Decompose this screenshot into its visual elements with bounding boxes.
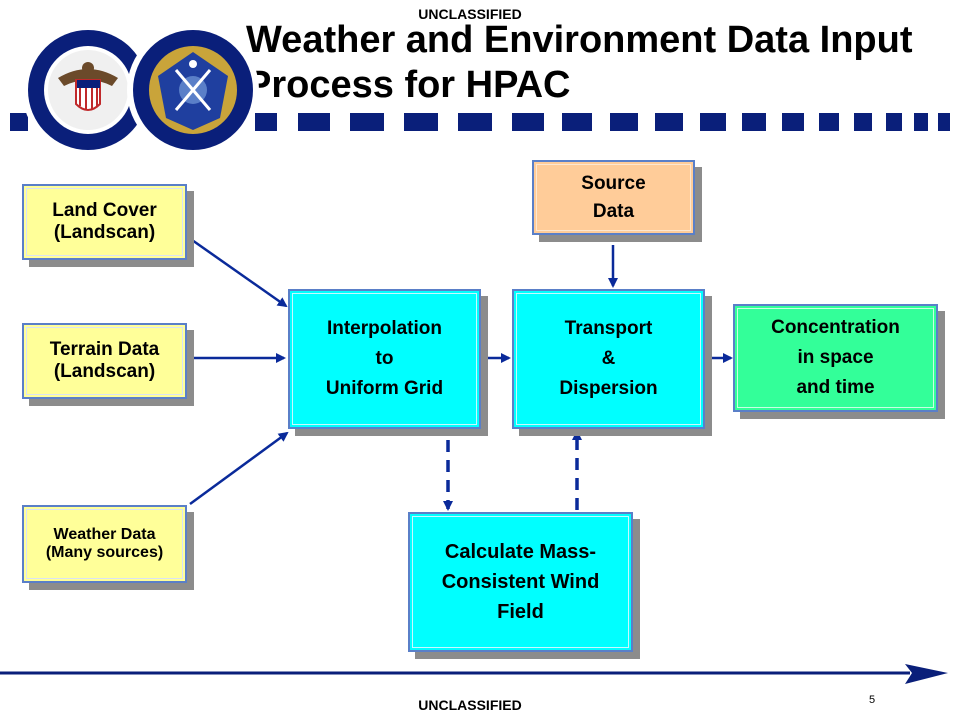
concentration-box: Concentration in space and time xyxy=(733,304,938,412)
transport-dispersion-box: Transport & Dispersion xyxy=(512,289,705,429)
jsto-seal-logo xyxy=(127,24,259,156)
source-data-label: Source Data xyxy=(581,172,646,222)
footer-arrow-rule xyxy=(0,664,948,684)
arrow-landcover-to-interpolation xyxy=(191,238,288,308)
source-data-box: Source Data xyxy=(532,160,695,235)
dtra-seal-logo xyxy=(22,24,154,156)
terrain-data-label: Terrain Data (Landscan) xyxy=(49,339,160,382)
title-line-2: Process for HPAC xyxy=(246,64,571,106)
title-line-1: Weather and Environment Data Input xyxy=(246,19,913,61)
calculate-wind-box: Calculate Mass- Consistent Wind Field xyxy=(408,512,633,652)
land-cover-box: Land Cover (Landscan) xyxy=(22,184,187,260)
land-cover-label: Land Cover (Landscan) xyxy=(52,200,157,243)
interpolation-box: Interpolation to Uniform Grid xyxy=(288,289,481,429)
terrain-data-box: Terrain Data (Landscan) xyxy=(22,323,187,399)
weather-data-box: Weather Data (Many sources) xyxy=(22,505,187,583)
classification-bottom: UNCLASSIFIED xyxy=(418,697,522,713)
transport-dispersion-label: Transport & Dispersion xyxy=(559,318,658,399)
concentration-label: Concentration in space and time xyxy=(771,317,900,398)
page-title: Weather and Environment Data Input Proce… xyxy=(246,18,946,108)
classification-top: UNCLASSIFIED xyxy=(418,6,522,22)
arrow-weather-to-interpolation xyxy=(189,431,289,506)
page-number: 5 xyxy=(869,694,876,706)
header-square-band xyxy=(10,113,950,131)
calculate-wind-label: Calculate Mass- Consistent Wind Field xyxy=(441,541,600,623)
interpolation-label: Interpolation to Uniform Grid xyxy=(325,318,444,399)
weather-data-label: Weather Data (Many sources) xyxy=(45,526,164,561)
